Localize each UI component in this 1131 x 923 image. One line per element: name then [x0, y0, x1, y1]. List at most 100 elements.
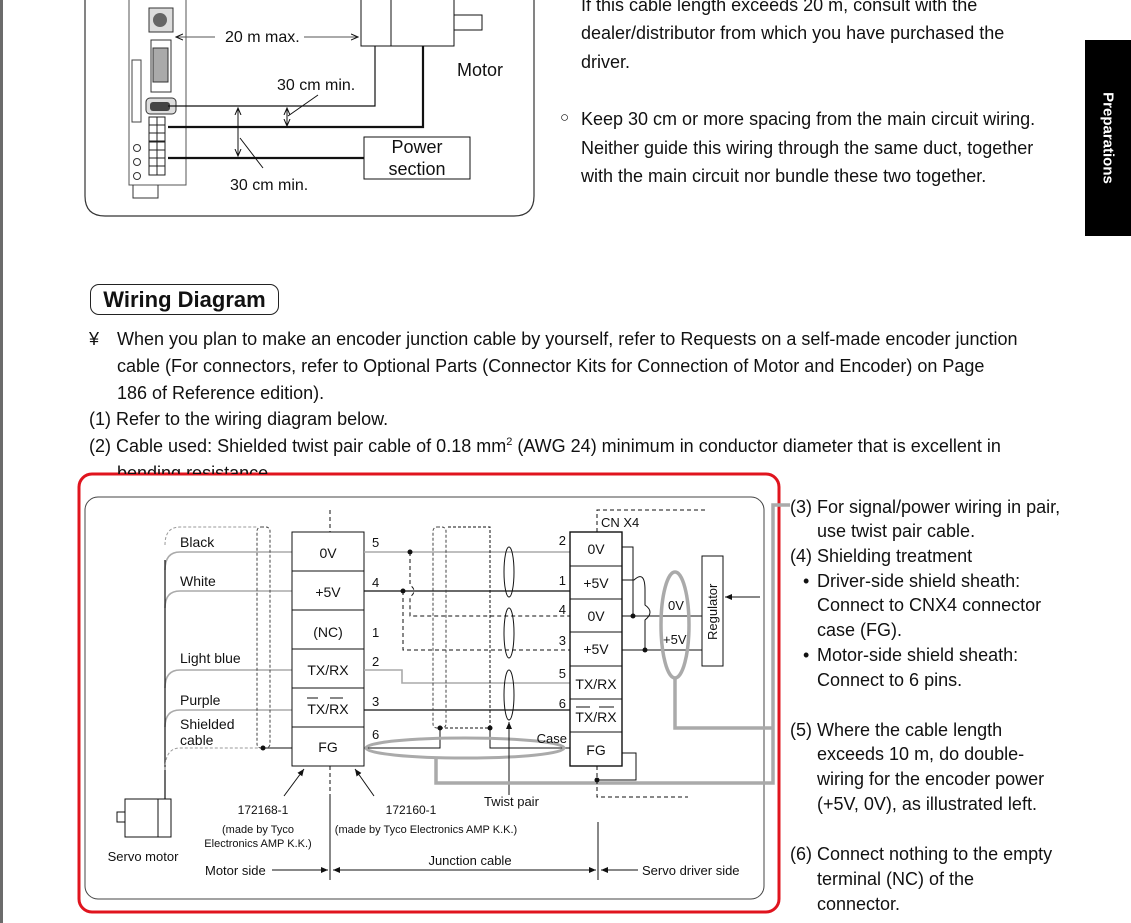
svg-text:FG: FG	[586, 742, 605, 758]
list-item: (1) Refer to the wiring diagram below.	[89, 409, 389, 429]
part-maker-label: (made by Tyco	[222, 824, 294, 836]
body-text: Neither guide this wiring through the sa…	[581, 138, 1034, 158]
note-6: connector.	[817, 894, 901, 914]
motor-connector: 0V +5V (NC) TX/RX TX/RX FG	[291, 531, 365, 767]
cable-spacing-diagram: Power section Motor 20 m max. 30 cm min.…	[84, 0, 535, 217]
junction-cable-label: Junction cable	[428, 853, 511, 868]
note-3: (3) For signal/power wiring in pair,	[790, 497, 1061, 517]
pin-number: 4	[559, 602, 566, 617]
list-item: (2) Cable used: Shielded twist pair cabl…	[89, 436, 1001, 456]
part-maker-label: Electronics AMP K.K.)	[204, 838, 311, 850]
pin-number: 2	[372, 654, 379, 669]
note-3: use twist pair cable.	[817, 521, 976, 541]
list-text: (AWG 24) minimum in conductor diameter t…	[512, 436, 1001, 456]
side-tab-label: Preparations	[1099, 92, 1117, 184]
svg-text:TX/RX: TX/RX	[307, 701, 349, 717]
wire-label-black: Black	[180, 534, 215, 550]
list-text: (2) Cable used: Shielded twist pair cabl…	[89, 436, 507, 456]
pin-number: 4	[372, 575, 379, 590]
servo-motor-icon	[116, 798, 172, 838]
case-label: Case	[537, 731, 567, 746]
regulator-0v-label: 0V	[668, 598, 684, 613]
power-section-label: section	[388, 159, 445, 179]
wiring-diagram: Black White Light blue Purple Shielded c…	[77, 472, 790, 914]
pin-number: 6	[372, 727, 379, 742]
svg-text:TX/RX: TX/RX	[575, 676, 617, 692]
svg-text:0V: 0V	[587, 608, 605, 624]
note-4-bullet: Motor-side shield sheath:	[817, 645, 1019, 665]
part-maker-label: (made by Tyco Electronics AMP K.K.)	[335, 824, 517, 836]
regulator-box	[701, 555, 724, 667]
body-text: with the main circuit nor bundle these t…	[581, 166, 987, 186]
svg-text:+5V: +5V	[583, 641, 609, 657]
note-6: (6) Connect nothing to the empty	[790, 844, 1053, 864]
max-distance-label: 20 m max.	[225, 29, 300, 46]
note-4-bullet: Connect to CNX4 connector	[817, 595, 1042, 615]
pin-number: 1	[559, 573, 566, 588]
motor-side-label: Motor side	[205, 863, 266, 878]
note-5: wiring for the encoder power	[817, 769, 1045, 789]
note-5: exceeds 10 m, do double-	[817, 744, 1025, 764]
highlight-box	[77, 472, 781, 914]
spacing-label: 30 cm min.	[277, 77, 355, 94]
svg-text:0V: 0V	[319, 545, 337, 561]
body-text: driver.	[581, 52, 631, 72]
svg-text:0V: 0V	[587, 541, 605, 557]
motor-icon	[360, 0, 483, 47]
twist-pair-label: Twist pair	[484, 794, 540, 809]
cnx4-label: CN X4	[601, 515, 639, 530]
wire-label-shielded: cable	[180, 732, 214, 748]
body-text: dealer/distributor from which you have p…	[581, 23, 1005, 43]
pin-number: 5	[372, 535, 379, 550]
yen-mark: ¥	[89, 329, 100, 349]
twist-pair-marks	[503, 546, 515, 721]
spacing-label: 30 cm min.	[230, 177, 308, 194]
side-tab-preparations[interactable]: Preparations	[1085, 40, 1131, 236]
note-4-bullet: case (FG).	[817, 620, 903, 640]
bullet-icon: •	[803, 645, 810, 665]
body-text: When you plan to make an encoder junctio…	[117, 329, 1018, 349]
power-section-label: Power	[391, 137, 442, 157]
note-5: (+5V, 0V), as illustrated left.	[817, 794, 1037, 814]
driver-connector-cnx4: 0V +5V 0V +5V TX/RX TX/RX FG	[569, 531, 623, 767]
body-text-clipped: bending resistance.	[117, 464, 274, 474]
pin-number: 2	[559, 533, 566, 548]
wire-label-shielded: Shielded	[180, 716, 235, 732]
section-heading: Wiring Diagram	[90, 284, 279, 315]
pin-number: 5	[559, 666, 566, 681]
note-4-bullet: Driver-side shield sheath:	[817, 571, 1021, 591]
pin-number: 1	[372, 625, 379, 640]
note-4: (4) Shielding treatment	[790, 546, 973, 566]
motor-label: Motor	[457, 60, 503, 80]
svg-text:+5V: +5V	[315, 584, 341, 600]
body-text: cable (For connectors, refer to Optional…	[117, 356, 985, 376]
wire-label-purple: Purple	[180, 692, 221, 708]
svg-text:+5V: +5V	[583, 575, 609, 591]
svg-text:TX/RX: TX/RX	[307, 662, 349, 678]
pin-number: 6	[559, 696, 566, 711]
servo-motor-label: Servo motor	[108, 849, 179, 864]
pin-number: 3	[559, 633, 566, 648]
part-number-label: 172160-1	[386, 803, 437, 817]
wire-label-light-blue: Light blue	[180, 650, 241, 666]
svg-text:TX/RX: TX/RX	[575, 709, 617, 725]
svg-text:(NC): (NC)	[313, 624, 343, 640]
regulator-5v-label: +5V	[663, 632, 687, 647]
superscript: 2	[506, 436, 513, 448]
window-edge	[0, 0, 3, 923]
bullet-icon: ○	[560, 109, 570, 126]
svg-text:FG: FG	[318, 739, 337, 755]
pin-number: 3	[372, 694, 379, 709]
note-4-bullet: Connect to 6 pins.	[817, 670, 963, 690]
part-number-label: 172168-1	[238, 803, 289, 817]
driver-side-label: Servo driver side	[642, 863, 740, 878]
body-text: Keep 30 cm or more spacing from the main…	[581, 109, 1036, 129]
bullet-icon: •	[803, 571, 810, 591]
wire-label-white: White	[180, 573, 216, 589]
regulator-label: Regulator	[705, 583, 720, 640]
body-text: If this cable length exceeds 20 m, consu…	[581, 0, 978, 15]
body-text: 186 of Reference edition).	[117, 383, 325, 403]
note-6: terminal (NC) of the	[817, 869, 975, 889]
servo-driver-icon	[128, 0, 187, 199]
